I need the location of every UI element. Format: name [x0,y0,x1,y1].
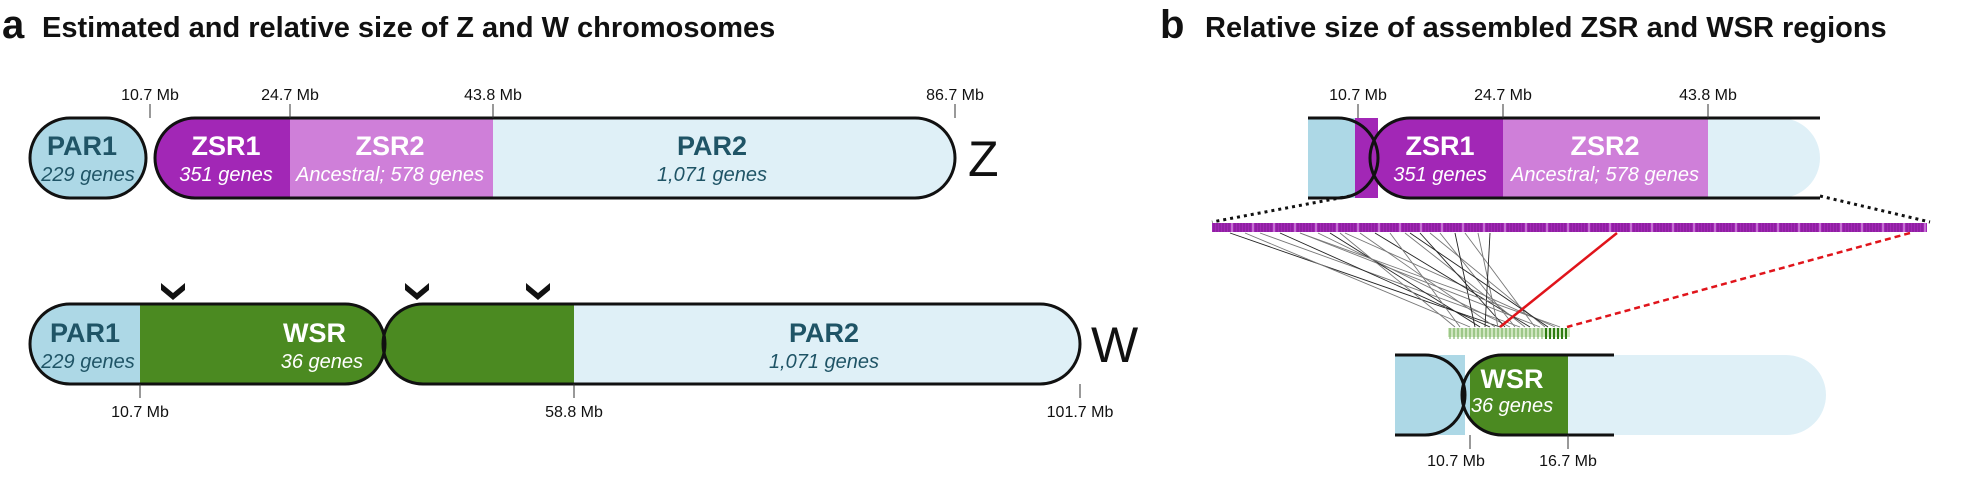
zb-left-cap-outline [1308,116,1380,200]
z-par1-segment [30,118,154,198]
synteny-link [1329,232,1481,328]
red-link-dashed [1566,231,1911,329]
zb-zsr2-genes: Ancestral; 578 genes [1510,164,1699,186]
wb-tick-label-2: 16.7 Mb [1539,453,1597,470]
w-tick-label-3: 101.7 Mb [1047,404,1114,421]
synteny-link [1299,232,1561,328]
wb-par2-segment [1568,355,1826,435]
z-par1-outline [28,116,148,200]
synteny-link [1244,232,1471,328]
z-zsr2-label: ZSR2 [355,131,424,161]
z-par2-genes: 1,071 genes [657,164,767,186]
zb-main-outline [1368,116,1820,200]
z-tick-label-4: 86.7 Mb [926,87,984,104]
w-wsr-segment [140,304,574,384]
synteny-link [1279,232,1491,328]
z-chromosome-letter: Z [968,131,999,187]
synteny-link [1339,232,1456,328]
w-par2-genes: 1,071 genes [769,351,879,373]
z-zsr2-genes: Ancestral; 578 genes [295,164,484,186]
w-wsr-label: WSR [283,318,346,348]
synteny-link [1359,232,1496,328]
w-gene-track [1448,328,1570,339]
w-par2-label: PAR2 [789,318,859,348]
zb-zsr1-genes: 351 genes [1393,164,1486,186]
z-chromosome: 10.7 Mb 24.7 Mb 43.8 Mb 86.7 Mb PAR1 229… [28,87,999,200]
zb-tick-label-3: 43.8 Mb [1679,87,1737,104]
w-left-arm-outline [28,302,387,386]
panel-a-title: Estimated and relative size of Z and W c… [42,12,775,44]
wb-wsr-genes: 36 genes [1471,395,1553,417]
w-wsr-genes: 36 genes [281,351,363,373]
synteny-link [1419,232,1506,328]
z-zsr1-label: ZSR1 [191,131,260,161]
z-tick-label-2: 24.7 Mb [261,87,319,104]
synteny-link [1439,232,1516,328]
zb-zsr2-segment [1503,118,1708,198]
w-marker-3-icon [526,283,550,300]
wb-wsr-label: WSR [1481,364,1544,394]
z-tick-label-3: 43.8 Mb [464,87,522,104]
synteny-link [1454,232,1476,328]
z-par2-label: PAR2 [677,131,747,161]
w-right-arm-outline [381,302,1082,386]
w-marker-1-icon [161,283,185,300]
synteny-link [1389,232,1461,328]
z-par1-genes: 229 genes [40,164,134,186]
w-gene-track-bar [1448,328,1570,337]
panel-b-letter: b [1160,3,1184,47]
wb-wsr-segment [1470,355,1568,435]
synteny-link [1259,232,1521,328]
synteny-link [1477,232,1499,328]
zoom-guide-left [1211,194,1351,224]
z-zsr1-segment [146,118,290,198]
w-chromosome-letter: W [1091,317,1139,373]
synteny-link [1299,232,1541,328]
synteny-link [1464,232,1536,328]
zb-par2-segment [1708,118,1820,198]
zb-tick-label-1: 10.7 Mb [1329,87,1387,104]
panel-a-letter: a [2,3,25,47]
w-chromosome: 10.7 Mb 58.8 Mb 101.7 Mb PAR1 229 genes … [28,283,1139,421]
z-gene-track [1212,223,1927,232]
w-par1-segment [30,304,140,384]
synteny-links [1229,232,1561,328]
zoom-guide-right [1819,194,1931,224]
z-gene-track-bar [1212,223,1927,232]
z-zsr2-segment [290,118,493,198]
synteny-link [1317,232,1511,328]
z-partial-chromosome: 10.7 Mb 24.7 Mb 43.8 Mb ZSR1 351 genes Z… [1308,87,1820,200]
w-tick-label-1: 10.7 Mb [111,404,169,421]
panel-b-title: Relative size of assembled ZSR and WSR r… [1205,12,1887,44]
w-par1-label: PAR1 [50,318,120,348]
z-zsr1-genes: 351 genes [179,164,272,186]
z-main-outline [153,116,957,200]
wb-left-cap-outline [1395,353,1467,437]
w-par2-segment [574,304,1080,384]
w-par1-genes: 229 genes [40,351,134,373]
wb-tick-label-1: 10.7 Mb [1427,453,1485,470]
z-par1-label: PAR1 [47,131,117,161]
zb-zsr2-label: ZSR2 [1570,131,1639,161]
z-tick-label-1: 10.7 Mb [121,87,179,104]
synteny-link [1484,232,1491,328]
synteny-link [1409,232,1549,328]
z-par2-segment [493,118,955,198]
synteny-link [1374,232,1531,328]
w-partial-chromosome: 10.7 Mb 16.7 Mb WSR 36 genes [1395,353,1826,470]
wb-main-outline [1460,353,1614,437]
w-marker-2-icon [405,283,429,300]
w-tick-label-2: 58.8 Mb [545,404,603,421]
red-link-solid [1499,232,1618,328]
zb-tick-label-2: 24.7 Mb [1474,87,1532,104]
zb-zsr1-label: ZSR1 [1405,131,1474,161]
